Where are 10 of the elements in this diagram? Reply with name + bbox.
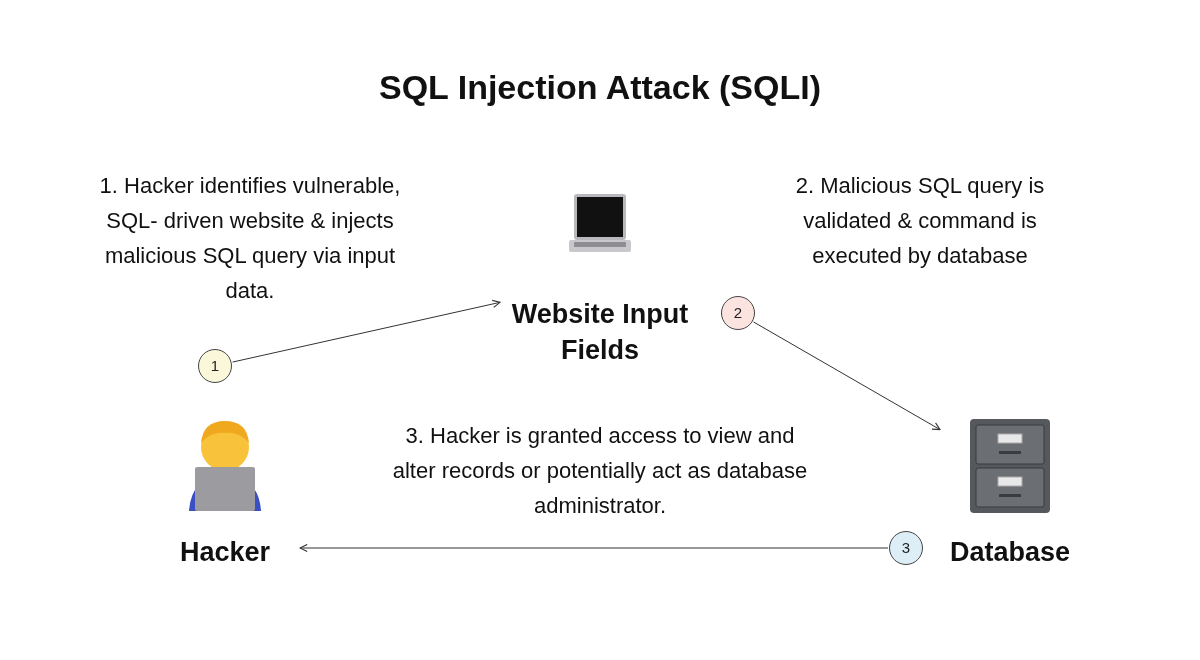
step-description: 2. Malicious SQL query is validated & command is executed by database — [794, 172, 1046, 270]
node-label: Database — [949, 536, 1071, 569]
arrow — [299, 543, 889, 553]
arrow — [232, 299, 501, 363]
node-label: Website Input Fields — [510, 298, 690, 367]
arrow — [753, 321, 941, 431]
diagram-title: SQL Injection Attack (SQLI) — [378, 67, 822, 108]
node-label: Hacker — [179, 536, 271, 569]
step-description: 3. Hacker is granted access to view and alter records or potentially act as database administrator. — [391, 422, 809, 520]
step-description: 1. Hacker identifies vulnerable, SQL- driven website & injects malicious SQL query via input data. — [98, 172, 402, 305]
